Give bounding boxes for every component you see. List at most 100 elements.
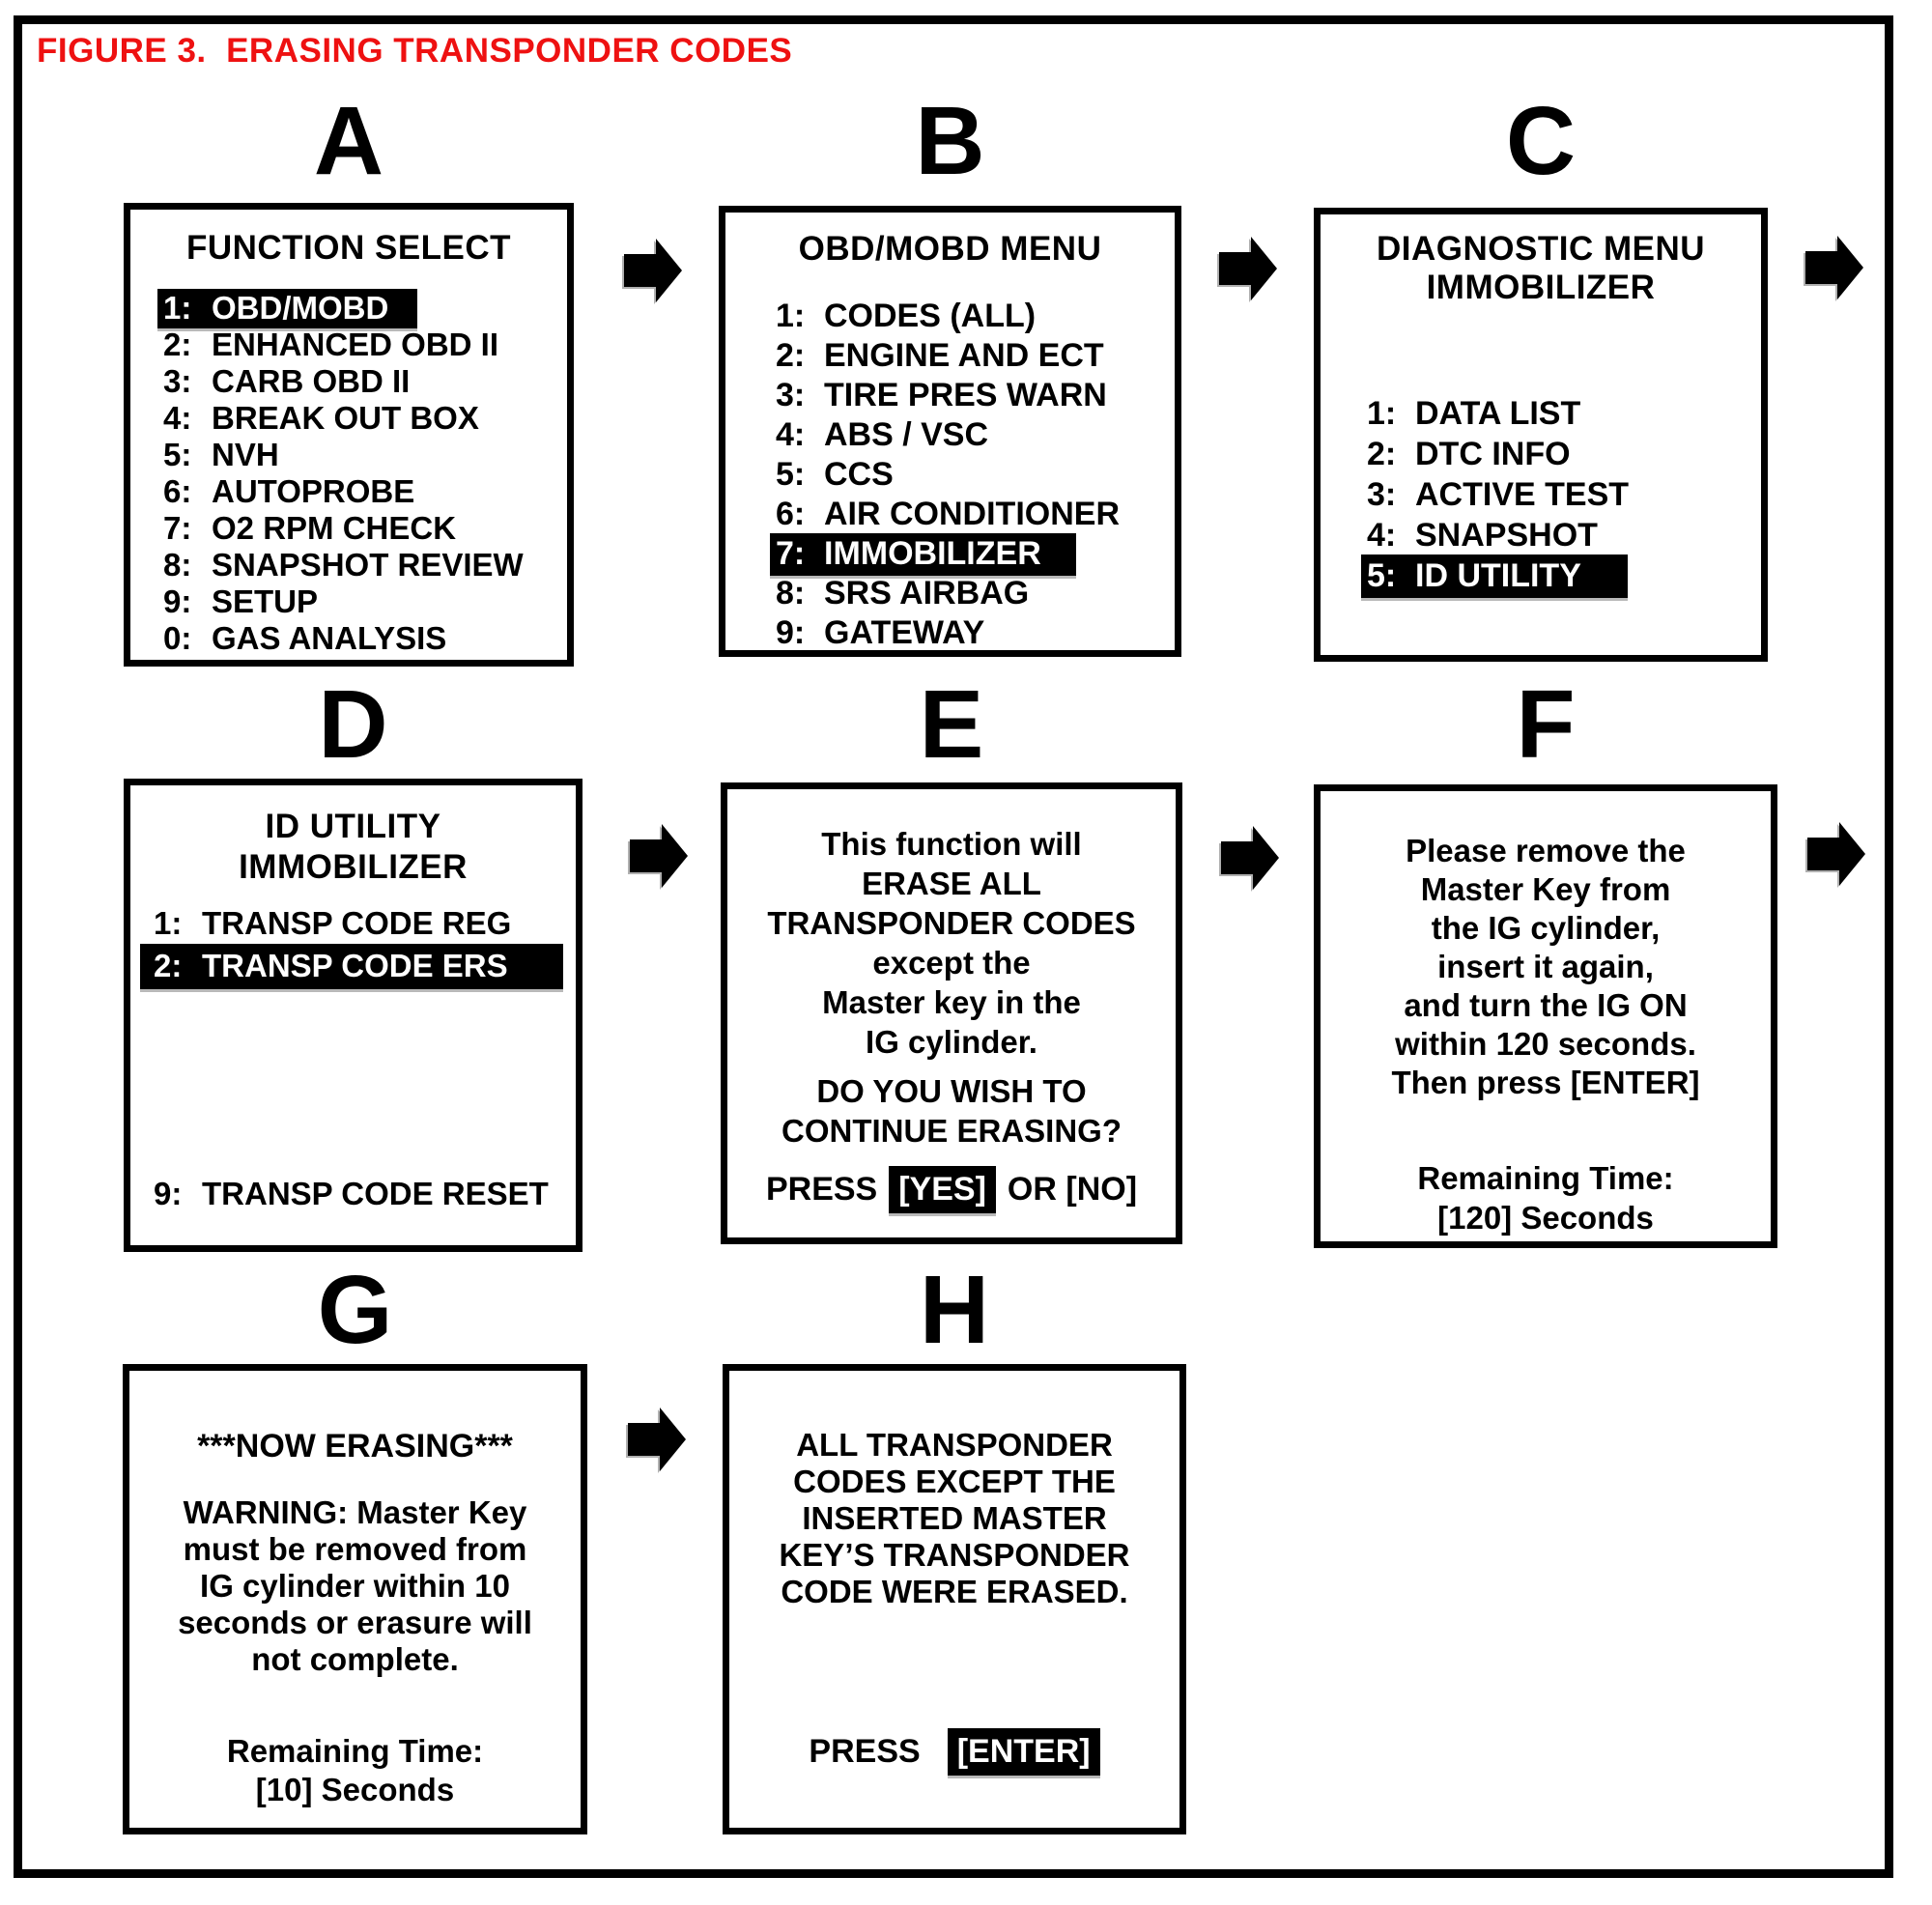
- menu-item-selected: 1: OBD/MOBD: [157, 289, 567, 328]
- menu-item: 1: TRANSP CODE REG: [154, 901, 576, 944]
- step-label-e: E: [919, 670, 984, 779]
- menu-item: 1:DATA LIST: [1367, 392, 1761, 433]
- screen-title-line1: ID UTILITY: [265, 808, 441, 845]
- item-label: SETUP: [212, 583, 319, 619]
- now-erasing-header: ***NOW ERASING***: [197, 1428, 513, 1464]
- item-number: 8:: [163, 547, 192, 583]
- screen-title: FUNCTION SELECT: [185, 229, 512, 267]
- item-label: DATA LIST: [1415, 395, 1581, 432]
- item-number: 7:: [776, 535, 806, 572]
- message-line: TRANSPONDER CODES: [767, 905, 1136, 941]
- screen-title: OBD/MOBD MENU: [798, 230, 1102, 268]
- screen-panel-d-id-utility: ID UTILITY IMMOBILIZER 1:TRANSP CODE REG…: [124, 779, 582, 1252]
- warning-line: must be removed from: [183, 1531, 527, 1567]
- item-number: 3:: [776, 377, 806, 413]
- step-label-b: B: [915, 87, 985, 195]
- message-line: INSERTED MASTER: [802, 1500, 1107, 1536]
- menu-item-selected: 7:IMMOBILIZER: [770, 533, 1175, 576]
- remaining-time-value: [10] Seconds: [255, 1772, 455, 1807]
- menu-list: 1:DATA LIST 2:DTC INFO 3:ACTIVE TEST 4:S…: [1321, 392, 1761, 598]
- item-label: NVH: [212, 437, 279, 472]
- press-text: OR [NO]: [1007, 1171, 1138, 1208]
- item-number: 4:: [163, 400, 192, 436]
- message-line: Please remove the: [1406, 833, 1686, 868]
- item-number: 1:: [154, 905, 183, 941]
- arrow-a-to-b-icon: [624, 239, 682, 302]
- warning-line: not complete.: [251, 1641, 459, 1677]
- screen-panel-g-now-erasing: ***NOW ERASING*** WARNING: Master Key mu…: [123, 1364, 587, 1834]
- screen-title-line2: IMMOBILIZER: [1426, 269, 1656, 306]
- item-number: 8:: [776, 575, 806, 611]
- menu-item: 5: NVH: [163, 436, 567, 472]
- step-label-a: A: [313, 87, 384, 195]
- warning-line: seconds or erasure will: [178, 1605, 532, 1640]
- remaining-time-label: Remaining Time:: [1417, 1160, 1674, 1196]
- message-block: This function will ERASE ALL TRANSPONDER…: [727, 824, 1176, 1062]
- item-number: 9:: [776, 614, 806, 651]
- item-number: 2:: [1367, 436, 1397, 472]
- item-number: 5:: [1367, 557, 1397, 594]
- item-label: ABS / VSC: [824, 416, 989, 453]
- remaining-time-block: Remaining Time: [120] Seconds: [1321, 1158, 1771, 1237]
- item-label: OBD/MOBD: [212, 290, 389, 326]
- remaining-time-value: [120] Seconds: [1437, 1200, 1654, 1236]
- arrow-e-to-f-icon: [1221, 826, 1279, 890]
- menu-item: 8: SNAPSHOT REVIEW: [163, 546, 567, 583]
- item-label: SRS AIRBAG: [824, 575, 1030, 611]
- message-line: the IG cylinder,: [1431, 910, 1661, 946]
- menu-item-selected: 2: TRANSP CODE ERS: [140, 944, 576, 989]
- item-label: CODES (ALL): [824, 298, 1037, 334]
- yes-key-highlight: [YES]: [889, 1166, 996, 1213]
- menu-item: 3:TIRE PRES WARN: [776, 375, 1175, 414]
- item-number: 1:: [776, 298, 806, 334]
- screen-panel-f-reinsert-key: Please remove the Master Key from the IG…: [1314, 784, 1777, 1248]
- menu-item: 6:AUTOPROBE: [163, 472, 567, 509]
- item-label: TRANSP CODE RESET: [202, 1176, 549, 1211]
- remaining-time-label: Remaining Time:: [226, 1733, 484, 1769]
- item-number: 9:: [154, 1176, 183, 1211]
- item-number: 5:: [163, 437, 192, 472]
- item-label: GATEWAY: [824, 614, 985, 651]
- arrow-b-to-c-icon: [1219, 237, 1277, 300]
- message-line: Then press [ENTER]: [1391, 1065, 1700, 1100]
- screen-panel-c-diagnostic-menu: DIAGNOSTIC MENU IMMOBILIZER 1:DATA LIST …: [1314, 208, 1768, 662]
- message-line: except the: [872, 945, 1031, 981]
- item-label: TRANSP CODE REG: [202, 905, 512, 941]
- menu-item-selected: 5:ID UTILITY: [1361, 554, 1761, 598]
- item-number: 3:: [163, 363, 192, 399]
- item-label: BREAK OUT BOX: [212, 400, 479, 436]
- item-label: GAS ANALYSIS: [212, 620, 447, 656]
- menu-item: 8: SRS AIRBAG: [776, 573, 1175, 612]
- warning-line: WARNING: Master Key: [183, 1494, 527, 1530]
- menu-item: 5:CCS: [776, 454, 1175, 494]
- menu-item: 4: ABS / VSC: [776, 414, 1175, 454]
- item-label: TRANSP CODE ERS: [202, 948, 508, 983]
- message-line: ALL TRANSPONDER: [796, 1427, 1113, 1463]
- question-block: DO YOU WISH TO CONTINUE ERASING?: [727, 1071, 1176, 1151]
- item-number: 2:: [776, 337, 806, 374]
- message-block: Please remove the Master Key from the IG…: [1321, 832, 1771, 1102]
- message-line: Master key in the: [822, 984, 1081, 1020]
- message-line: CODE WERE ERASED.: [781, 1574, 1128, 1609]
- step-label-f: F: [1516, 670, 1576, 779]
- message-line: This function will: [821, 826, 1082, 862]
- item-number: 9:: [163, 583, 192, 619]
- arrow-d-to-e-icon: [630, 824, 688, 888]
- screen-title-line1: DIAGNOSTIC MENU: [1377, 230, 1705, 268]
- item-number: 1:: [163, 290, 192, 326]
- item-label: SNAPSHOT REVIEW: [212, 547, 524, 583]
- item-label: CCS: [824, 456, 894, 493]
- menu-item: 9: GATEWAY: [776, 612, 1175, 652]
- step-label-h: H: [919, 1256, 990, 1364]
- question-line: DO YOU WISH TO: [816, 1073, 1087, 1109]
- screen-panel-b-obd-mobd-menu: OBD/MOBD MENU 1:CODES (ALL) 2:ENGINE AND…: [719, 206, 1181, 657]
- press-text: PRESS: [809, 1733, 921, 1770]
- item-number: 2:: [163, 327, 192, 362]
- menu-item: 1: CODES (ALL): [776, 296, 1175, 335]
- enter-key-highlight: [ENTER]: [947, 1728, 1100, 1776]
- item-number: 4:: [776, 416, 806, 453]
- menu-item: 3:CARB OBD II: [163, 362, 567, 399]
- item-number: 2:: [154, 948, 183, 983]
- item-label: AUTOPROBE: [212, 473, 415, 509]
- menu-item: 2:DTC INFO: [1367, 433, 1761, 473]
